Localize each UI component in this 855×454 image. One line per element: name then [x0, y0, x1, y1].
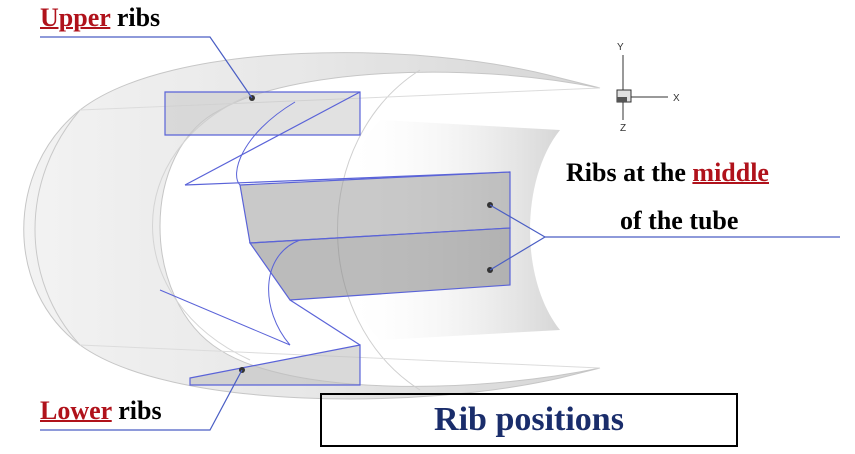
- axis-cube-face: [617, 97, 627, 102]
- upper-rib-diag: [184, 91, 361, 186]
- y-axis-label: Y: [617, 42, 624, 53]
- middle-rib-bottom: [248, 227, 511, 301]
- lower-rest: ribs: [111, 396, 162, 425]
- x-axis-label: X: [673, 93, 680, 104]
- middle-emphasis: middle: [692, 158, 769, 187]
- middle-leader-top: [489, 204, 546, 238]
- lower-rib: [189, 344, 361, 386]
- middle-ribs-label-line1: Ribs at the middle: [566, 160, 769, 186]
- middle-prefix: Ribs at the: [566, 158, 693, 187]
- upper-rib-arc: [236, 101, 296, 186]
- upper-rib: [164, 91, 361, 136]
- diagram-title: Rib positions: [434, 401, 624, 438]
- lower-ribs-label: Lower ribs: [40, 398, 162, 424]
- middle-rib-link: [289, 299, 361, 346]
- lower-leader: [40, 369, 243, 431]
- upper-rest: ribs: [110, 3, 161, 32]
- lower-emphasis: Lower: [40, 396, 112, 425]
- middle-rib-arc: [268, 239, 301, 346]
- title-box: Rib positions: [320, 393, 738, 447]
- middle-leader-bottom: [489, 236, 546, 271]
- z-axis-label: Z: [620, 123, 626, 134]
- upper-leader: [40, 36, 253, 99]
- upper-emphasis: Upper: [40, 3, 111, 32]
- upper-ribs-label: Upper ribs: [40, 5, 160, 31]
- middle-rib-diag: [159, 289, 291, 346]
- tube-contour-left: [34, 109, 81, 346]
- middle-ribs-label-line2: of the tube: [620, 206, 739, 235]
- axis-triad: Y X Z: [616, 42, 680, 134]
